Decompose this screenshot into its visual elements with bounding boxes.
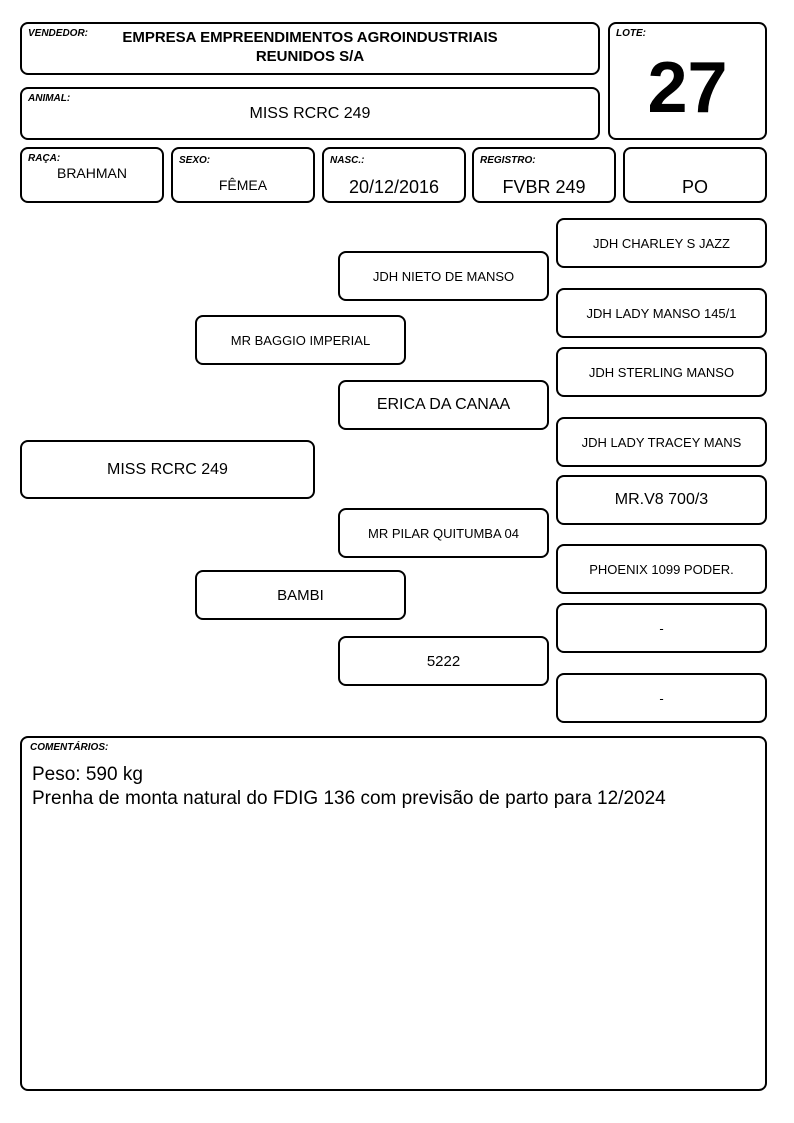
comments-line-1: Peso: 590 kg (32, 764, 143, 785)
vendedor-label: VENDEDOR: (28, 28, 89, 39)
nasc-box: NASC.: 20/12/2016 (322, 147, 466, 203)
comments-label: COMENTÁRIOS: (30, 742, 109, 753)
pedigree-great-grandparent-5: MR.V8 700/3 (556, 475, 767, 525)
vendedor-box: VENDEDOR: EMPRESA EMPREENDIMENTOS AGROIN… (20, 22, 600, 75)
pedigree-great-grandparent-1: JDH CHARLEY S JAZZ (556, 218, 767, 268)
vendedor-line-2: REUNIDOS S/A (255, 48, 365, 65)
pedigree-dam-dam-name: 5222 (426, 652, 461, 670)
lote-number: 27 (647, 48, 728, 128)
sexo-box: SEXO: FÊMEA (171, 147, 315, 203)
pedigree-sire: MR BAGGIO IMPERIAL (195, 315, 406, 365)
raca-box: RAÇA: BRAHMAN (20, 147, 164, 203)
pedigree-sire-dam-name: ERICA DA CANAA (376, 396, 511, 413)
pedigree-sire-name: MR BAGGIO IMPERIAL (230, 332, 371, 348)
pedigree-gg1-name: JDH CHARLEY S JAZZ (592, 235, 730, 251)
pedigree-animal: MISS RCRC 249 (20, 440, 315, 499)
pedigree-great-grandparent-3: JDH STERLING MANSO (556, 347, 767, 397)
comments-box: COMENTÁRIOS: Peso: 590 kg Prenha de mont… (20, 736, 767, 1091)
pedigree-great-grandparent-6: PHOENIX 1099 PODER. (556, 544, 767, 594)
lote-label: LOTE: (616, 28, 646, 39)
pedigree-dam-dam: 5222 (338, 636, 549, 686)
pedigree-great-grandparent-2: JDH LADY MANSO 145/1 (556, 288, 767, 338)
registro-box: REGISTRO: FVBR 249 (472, 147, 616, 203)
pedigree-animal-name: MISS RCRC 249 (107, 460, 228, 478)
lote-box: LOTE: 27 (608, 22, 767, 140)
categoria-box: PO (623, 147, 767, 203)
pedigree-dam-sire-name: MR PILAR QUITUMBA 04 (368, 525, 519, 541)
nasc-label: NASC.: (330, 155, 365, 166)
animal-name: MISS RCRC 249 (249, 105, 371, 122)
pedigree-sire-sire: JDH NIETO DE MANSO (338, 251, 549, 301)
pedigree-dam-name: BAMBI (277, 586, 324, 604)
pedigree-dam: BAMBI (195, 570, 406, 620)
pedigree-great-grandparent-4: JDH LADY TRACEY MANS (556, 417, 767, 467)
pedigree-great-grandparent-7: - (556, 603, 767, 653)
pedigree-great-grandparent-8: - (556, 673, 767, 723)
pedigree-gg2-name: JDH LADY MANSO 145/1 (586, 305, 737, 321)
raca-value: BRAHMAN (56, 165, 127, 181)
categoria-value: PO (681, 177, 708, 197)
pedigree-gg3-name: JDH STERLING MANSO (588, 364, 735, 380)
pedigree-gg7-name: - (659, 620, 664, 636)
comments-line-2: Prenha de monta natural do FDIG 136 com … (32, 788, 666, 809)
animal-label: ANIMAL: (28, 93, 71, 104)
sexo-value: FÊMEA (218, 177, 268, 193)
registro-label: REGISTRO: (480, 155, 536, 166)
nasc-value: 20/12/2016 (348, 177, 440, 197)
pedigree-dam-sire: MR PILAR QUITUMBA 04 (338, 508, 549, 558)
raca-label: RAÇA: (28, 153, 61, 164)
pedigree-gg8-name: - (659, 690, 664, 706)
pedigree-gg6-name: PHOENIX 1099 PODER. (589, 561, 734, 577)
pedigree-gg5-name: MR.V8 700/3 (614, 491, 709, 508)
pedigree-sire-sire-name: JDH NIETO DE MANSO (372, 268, 515, 284)
vendedor-line-1: EMPRESA EMPREENDIMENTOS AGROINDUSTRIAIS (122, 29, 498, 46)
registro-value: FVBR 249 (502, 177, 586, 197)
pedigree-sire-dam: ERICA DA CANAA (338, 380, 549, 430)
animal-box: ANIMAL: MISS RCRC 249 (20, 87, 600, 140)
sexo-label: SEXO: (179, 155, 211, 166)
pedigree-gg4-name: JDH LADY TRACEY MANS (581, 434, 742, 450)
